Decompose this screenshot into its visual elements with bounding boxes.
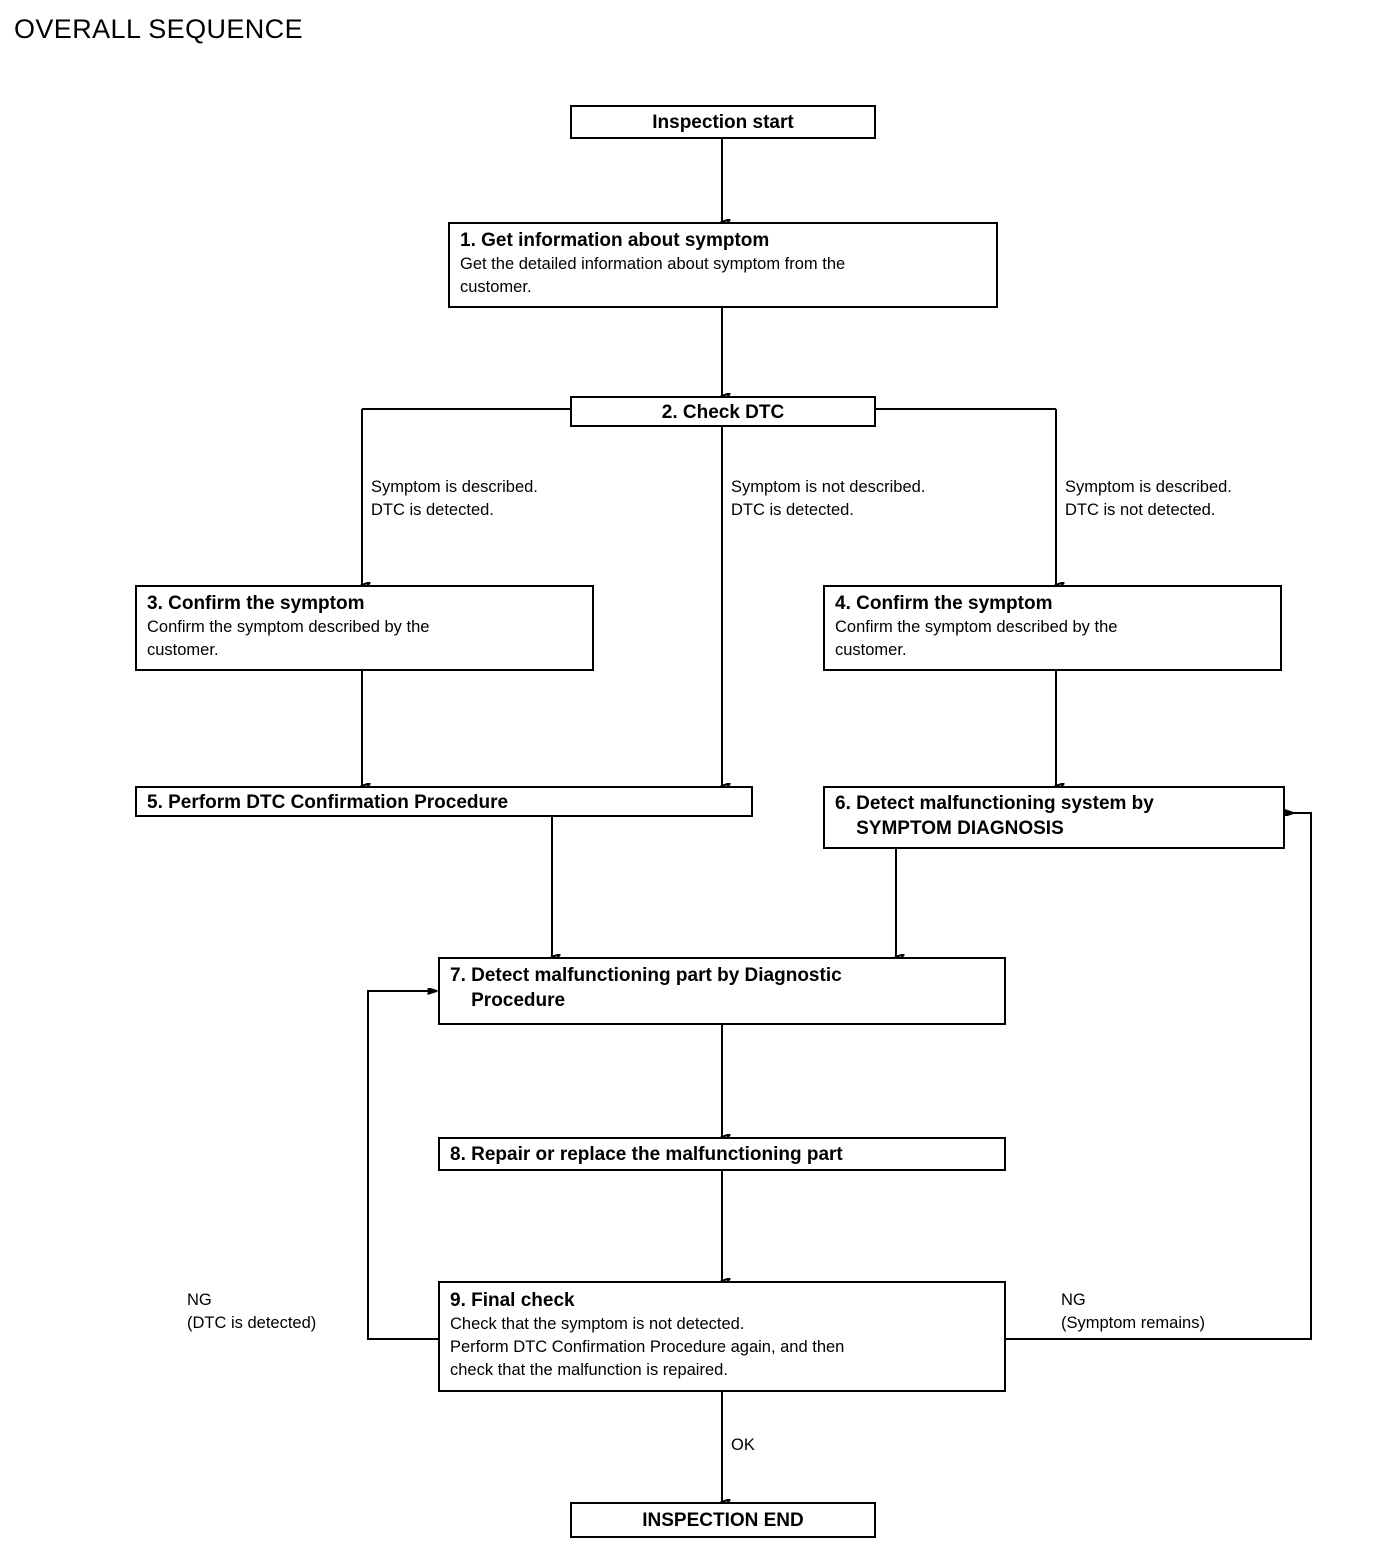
node-step5[interactable]: 5. Perform DTC Confirmation Procedure <box>135 786 753 817</box>
node-step1-body: Get the detailed information about sympt… <box>460 255 846 296</box>
node-step2[interactable]: 2. Check DTC <box>570 396 876 427</box>
edge-label-ng-left: NG (DTC is detected) <box>187 1291 317 1332</box>
node-step8[interactable]: 8. Repair or replace the malfunctioning … <box>438 1137 1006 1171</box>
node-step6-title: 6. Detect malfunctioning system by SYMPT… <box>835 793 1154 839</box>
node-step2-title: 2. Check DTC <box>661 402 785 423</box>
node-step9[interactable]: 9. Final check Check that the symptom is… <box>438 1281 1006 1392</box>
node-step5-title: 5. Perform DTC Confirmation Procedure <box>147 792 509 813</box>
node-inspection-end[interactable]: INSPECTION END <box>570 1502 876 1538</box>
edge-label-branch-left: Symptom is described. DTC is detected. <box>371 478 538 519</box>
node-step9-body: Check that the symptom is not detected. … <box>450 1315 845 1379</box>
node-step3-body: Confirm the symptom described by the cus… <box>147 618 430 659</box>
edge-label-branch-middle: Symptom is not described. DTC is detecte… <box>731 478 926 519</box>
node-inspection-start-title: Inspection start <box>652 112 794 133</box>
page-title: OVERALL SEQUENCE <box>14 14 303 44</box>
node-step8-title: 8. Repair or replace the malfunctioning … <box>450 1144 843 1165</box>
node-step7[interactable]: 7. Detect malfunctioning part by Diagnos… <box>438 957 1006 1025</box>
node-step3-title: 3. Confirm the symptom <box>147 593 365 614</box>
node-step9-title: 9. Final check <box>450 1290 575 1311</box>
edge-label-branch-right: Symptom is described. DTC is not detecte… <box>1065 478 1232 519</box>
edge-label-ng-right: NG (Symptom remains) <box>1061 1291 1205 1332</box>
node-step4-body: Confirm the symptom described by the cus… <box>835 618 1118 659</box>
node-step6[interactable]: 6. Detect malfunctioning system by SYMPT… <box>823 786 1285 849</box>
node-step4-title: 4. Confirm the symptom <box>835 593 1053 614</box>
wire-ng-left-loop <box>367 991 440 1340</box>
edge-label-ok: OK <box>731 1436 755 1454</box>
node-step1-title: 1. Get information about symptom <box>460 230 770 251</box>
wire-ng-right-loop <box>1006 813 1312 1340</box>
node-inspection-end-title: INSPECTION END <box>642 1510 804 1531</box>
node-step7-title: 7. Detect malfunctioning part by Diagnos… <box>450 965 842 1011</box>
node-step1[interactable]: 1. Get information about symptom Get the… <box>448 222 998 308</box>
node-inspection-start[interactable]: Inspection start <box>570 105 876 139</box>
node-step3[interactable]: 3. Confirm the symptom Confirm the sympt… <box>135 585 594 671</box>
node-step4[interactable]: 4. Confirm the symptom Confirm the sympt… <box>823 585 1282 671</box>
